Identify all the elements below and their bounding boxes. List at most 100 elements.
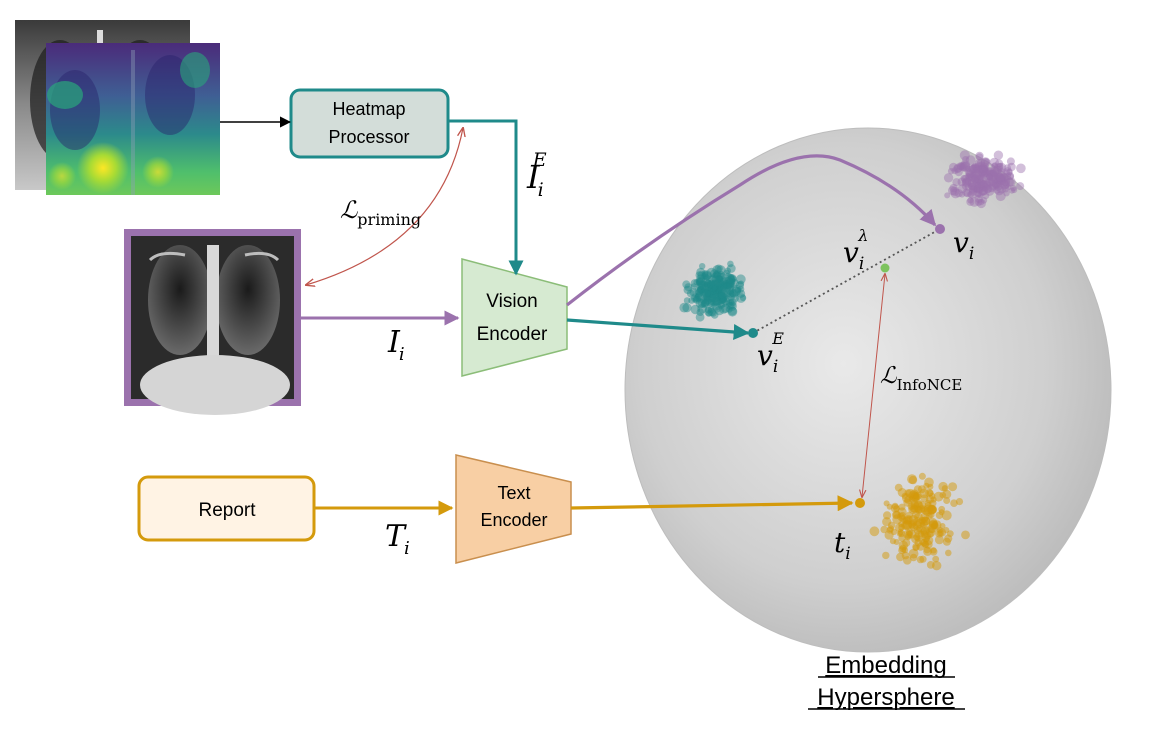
cluster-point [977,192,984,199]
cluster-point [957,184,967,194]
cluster-point [968,187,978,196]
cluster-point [883,511,892,520]
cluster-point [706,286,715,295]
cluster-point [925,501,932,509]
cluster-point [727,293,735,302]
cluster-point [930,547,937,554]
cluster-point [987,169,996,177]
cluster-point [953,164,962,174]
cluster-point [696,276,706,286]
cluster-point [723,269,730,276]
cluster-point [942,489,952,499]
cluster-point [716,275,723,282]
heatmap-processor-label-2: Processor [328,127,409,147]
cluster-point [920,494,929,503]
cluster-point [711,301,721,311]
cluster-point [994,176,1002,184]
cluster-point [708,275,717,284]
cluster-point [714,286,722,295]
cluster-point [973,175,984,185]
cluster-point [962,177,972,186]
cluster-point [973,165,980,172]
cluster-point [970,174,979,183]
cluster-point [989,169,997,177]
cluster-point [688,297,695,304]
cluster-point [730,294,739,303]
cluster-point [965,168,974,177]
cluster-point [704,288,711,295]
cluster-point [716,273,726,283]
cluster-point [709,283,719,293]
cluster-point [985,174,994,183]
cluster-point [695,277,704,286]
cluster-point [972,186,979,193]
cluster-point [699,263,706,270]
cluster-point [735,281,744,290]
cluster-point [708,279,715,286]
cluster-point [999,174,1007,182]
cluster-point [729,275,737,283]
cluster-point [993,185,1001,194]
cluster-point [716,292,724,299]
cluster-point [712,296,722,306]
cluster-point [995,191,1006,202]
cluster-point [974,170,983,178]
cluster-point [994,172,1005,183]
cluster-point [972,164,979,171]
cluster-point [938,481,948,492]
cluster-point [968,182,976,191]
cluster-point [727,280,735,288]
cluster-point [1002,167,1013,178]
cluster-point [704,290,711,297]
cluster-point [738,280,745,287]
cluster-point [997,176,1007,186]
cluster-point [967,180,975,188]
cluster-point [963,189,972,198]
cluster-point [697,286,705,294]
cluster-point [718,289,728,300]
cluster-point [975,153,984,161]
cluster-point [949,183,958,193]
cluster-point [1003,190,1010,197]
cluster-point [725,283,732,291]
cluster-point [703,296,712,305]
cluster-point [714,286,723,295]
cluster-point [974,162,983,171]
cluster-point [692,295,701,304]
cluster-point [910,505,918,513]
cluster-point [695,312,705,322]
arrow-text-encoder-to-ti [570,495,854,512]
cluster-point [975,151,984,161]
cluster-point [953,163,963,173]
cluster-point [710,290,720,299]
cluster-point [701,275,712,285]
cluster-point [980,180,989,189]
cluster-point [983,184,992,193]
cluster-point [935,511,944,519]
cluster-point [706,298,715,307]
arrow-vision-to-viE [566,318,750,340]
cluster-point [990,166,1000,176]
cluster-point [702,293,711,301]
cluster-point [976,198,986,209]
cluster-point [690,283,698,290]
hypersphere-caption-2: Hypersphere [817,684,954,711]
cluster-point [965,169,976,179]
cluster-point [980,167,990,177]
cluster-point [704,279,712,287]
cluster-point [699,283,710,294]
cluster-point [926,561,935,569]
cluster-point [952,178,961,187]
cluster-point [694,286,703,296]
cluster-point [968,185,977,194]
cluster-point [1010,186,1018,194]
cluster-point [964,173,971,180]
arrow-processor-to-vision [448,119,524,276]
cluster-point [996,172,1005,182]
text-embedding-cluster [869,472,970,571]
cluster-point [717,289,726,297]
cluster-point [970,174,980,184]
cluster-point [971,176,979,184]
cluster-point [923,532,932,540]
cluster-point [981,165,988,172]
